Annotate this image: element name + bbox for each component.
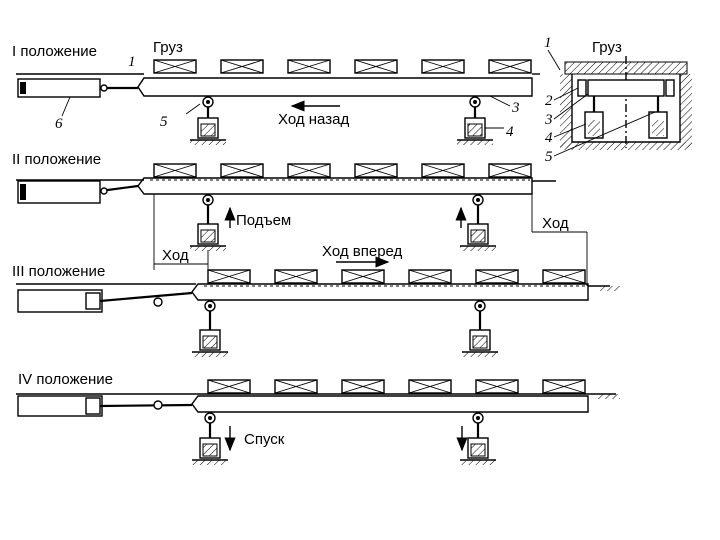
- cargo-box: [274, 269, 318, 284]
- section-callout-3: 3: [544, 112, 553, 128]
- cargo-box: [354, 59, 398, 74]
- moving-beam: [137, 77, 533, 97]
- position-2: II положение: [12, 151, 588, 286]
- cylinder-piston: [85, 292, 101, 310]
- moving-beam: [191, 283, 589, 301]
- rod-joint: [100, 84, 108, 92]
- callout-6: 6: [55, 116, 63, 132]
- cargo-box: [408, 269, 452, 284]
- callout-1: 1: [128, 54, 136, 70]
- lift-jack: [462, 300, 498, 357]
- cargo-box: [287, 59, 331, 74]
- cargo-box: [207, 269, 251, 284]
- cylinder-piston: [85, 397, 101, 415]
- cargo-boxes: [153, 163, 532, 178]
- section-callout-4: 4: [545, 130, 553, 146]
- position-3-label: III положение: [12, 263, 105, 280]
- cargo-box: [542, 269, 586, 284]
- section-leader-5: [553, 111, 656, 157]
- rod-joint: [100, 187, 108, 195]
- section-jack-right: [648, 96, 668, 139]
- section-rail-left: [577, 79, 587, 97]
- ground-hatch: [598, 286, 620, 291]
- hydraulic-cylinder: [17, 78, 101, 98]
- cylinder-piston: [20, 184, 26, 200]
- cargo-box: [421, 59, 465, 74]
- moving-beam: [137, 177, 533, 195]
- lift-jack: [192, 300, 228, 357]
- cargo-box: [488, 163, 532, 178]
- cargo-box: [341, 269, 385, 284]
- cargo-box: [475, 379, 519, 394]
- lift-jack: [190, 96, 226, 145]
- cross-section-cargo-label: Груз: [592, 39, 622, 56]
- cargo-box: [542, 379, 586, 394]
- position-4: IV положение: [16, 371, 620, 465]
- section-leader-4: [553, 123, 587, 138]
- leader-5: [185, 103, 201, 115]
- cargo-boxes: [153, 59, 532, 74]
- cylinder-piston: [20, 82, 26, 94]
- cargo-box: [287, 163, 331, 178]
- cargo-box: [475, 269, 519, 284]
- move-forward-label: Ход вперед: [322, 243, 403, 260]
- cargo-box: [354, 163, 398, 178]
- moving-beam: [191, 395, 589, 413]
- section-leader-3: [553, 93, 589, 120]
- position-4-label: IV положение: [18, 371, 113, 388]
- section-leader-1: [547, 49, 561, 71]
- move-back-label: Ход назад: [278, 111, 349, 128]
- cargo-box: [220, 163, 264, 178]
- section-wall-right: [680, 74, 692, 148]
- lift-label: Подъем: [236, 212, 291, 229]
- cargo-box: [274, 379, 318, 394]
- cargo-box: [341, 379, 385, 394]
- leader-6: [61, 96, 71, 117]
- section-rail-right: [665, 79, 675, 97]
- section-callout-5: 5: [545, 149, 553, 165]
- lift-jack: [190, 194, 226, 251]
- position-3: III положение Ход вперед: [12, 243, 620, 357]
- cylinder-rod: [99, 291, 193, 303]
- section-callout-1: 1: [544, 35, 552, 51]
- lift-jack: [457, 96, 493, 145]
- cargo-boxes: [207, 269, 586, 284]
- section-jack-left: [584, 96, 604, 139]
- position-1: I положение Груз 1 6: [12, 39, 540, 145]
- callout-5: 5: [160, 114, 168, 130]
- leader-3: [489, 95, 511, 107]
- cross-section: Груз 1 2 3 4 5: [544, 35, 692, 165]
- cargo-box: [421, 163, 465, 178]
- cargo-label: Груз: [153, 39, 183, 56]
- cylinder-rod: [99, 403, 193, 408]
- cargo-box: [488, 59, 532, 74]
- section-wall-left: [560, 74, 572, 148]
- rod-joint: [153, 400, 163, 410]
- section-floor: [560, 142, 692, 150]
- callout-4: 4: [506, 124, 514, 140]
- lift-jack: [460, 194, 496, 251]
- lift-jack: [192, 412, 228, 465]
- hydraulic-cylinder: [17, 180, 101, 204]
- cargo-box: [153, 59, 197, 74]
- position-1-label: I положение: [12, 43, 97, 60]
- section-beam: [587, 79, 665, 97]
- section-callout-2: 2: [545, 93, 553, 109]
- stroke-right-label: Ход: [542, 215, 569, 232]
- cargo-box: [207, 379, 251, 394]
- position-2-label: II положение: [12, 151, 101, 168]
- lower-label: Спуск: [244, 431, 285, 448]
- rod-joint: [153, 297, 163, 307]
- callout-3: 3: [511, 100, 520, 116]
- cargo-box: [153, 163, 197, 178]
- stroke-left-label: Ход: [162, 247, 189, 264]
- section-leader-2: [553, 87, 579, 101]
- lift-jack: [460, 412, 496, 465]
- cargo-boxes: [207, 379, 586, 394]
- cargo-box: [220, 59, 264, 74]
- ground-hatch: [598, 394, 620, 399]
- cargo-box: [408, 379, 452, 394]
